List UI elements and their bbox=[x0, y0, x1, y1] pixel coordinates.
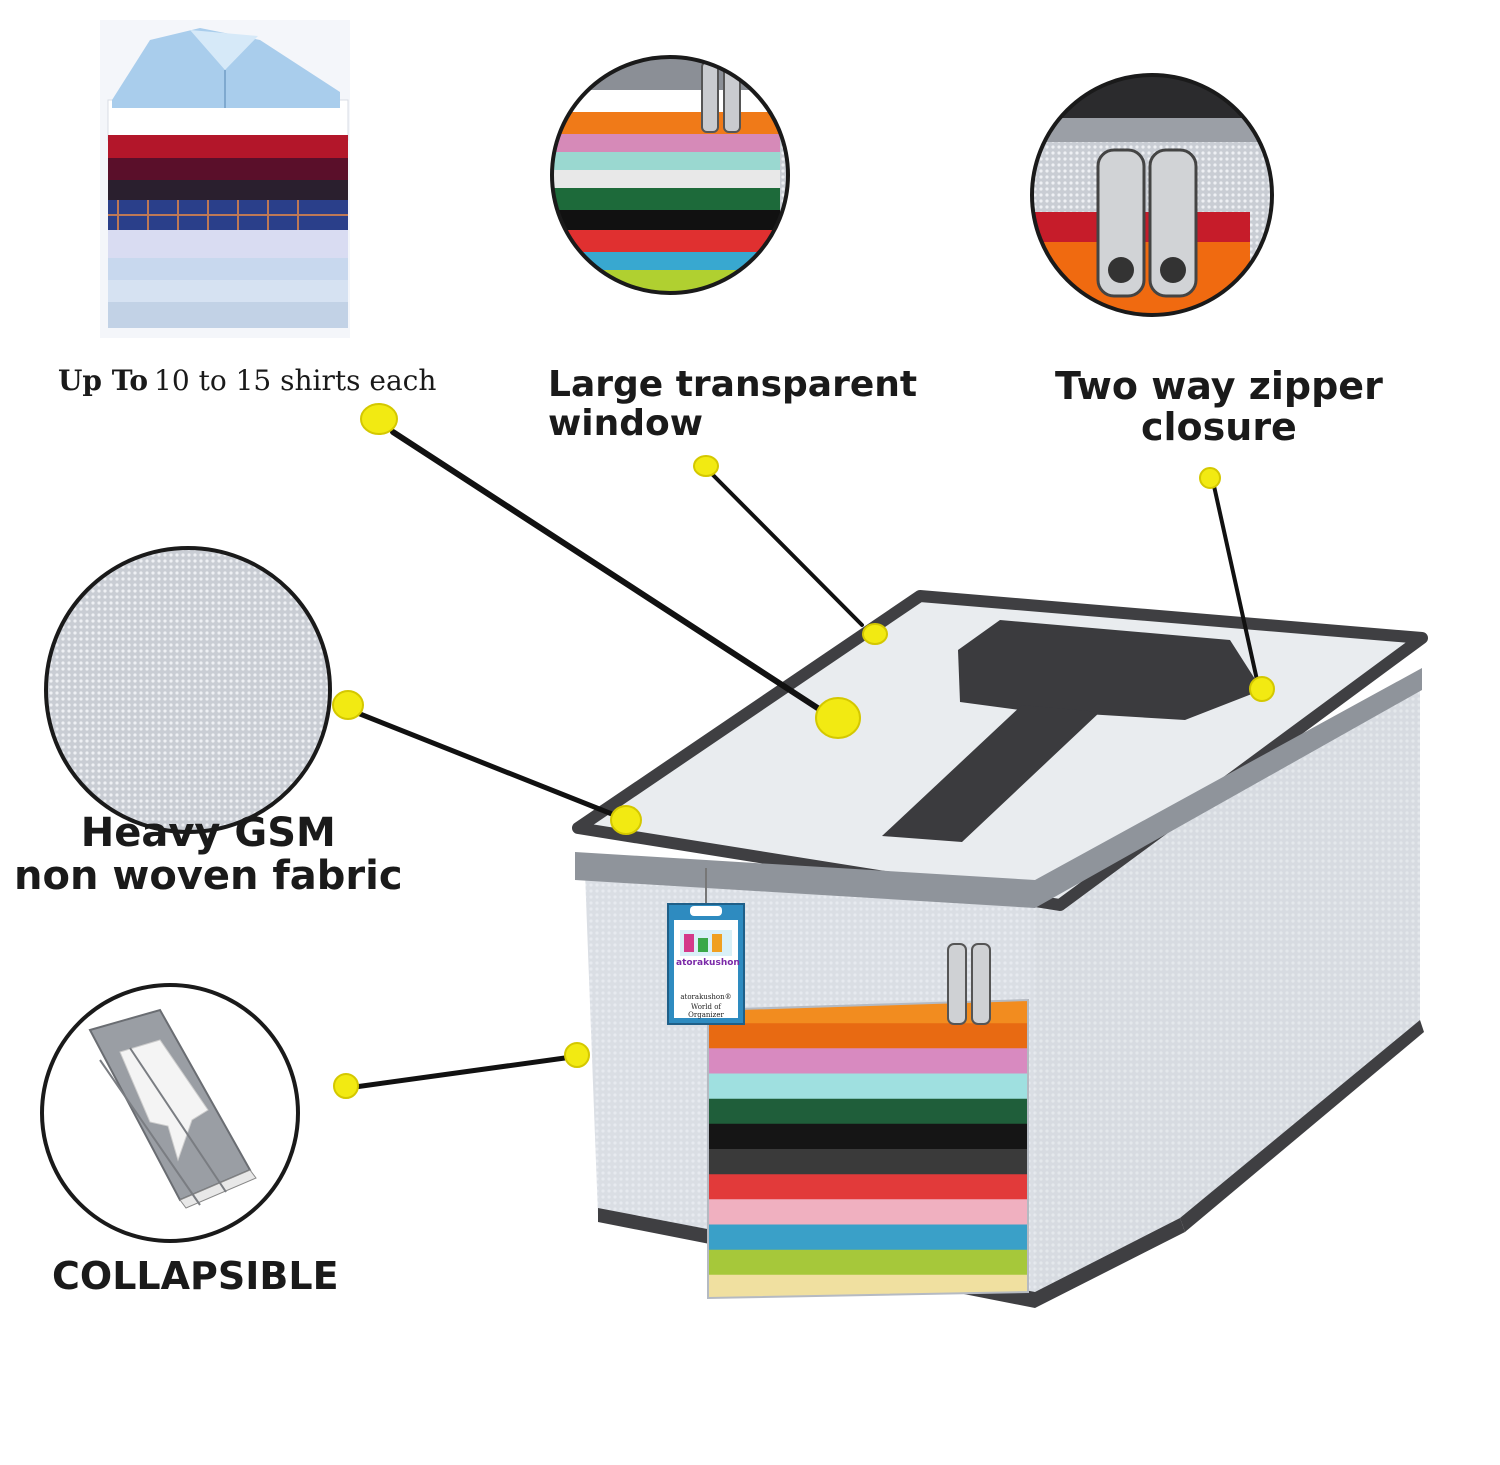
zipper-pull bbox=[971, 943, 991, 1025]
folded-shirt bbox=[708, 1023, 1028, 1050]
tag-text-line1: atorakushon® bbox=[680, 993, 732, 1001]
fabric-label: Heavy GSM non woven fabric bbox=[14, 810, 403, 900]
window-label-line1: Large transparent bbox=[548, 364, 918, 405]
zipper-pull bbox=[947, 943, 967, 1025]
brand-tag bbox=[667, 868, 745, 1025]
fabric-texture-circle bbox=[44, 546, 332, 834]
collapsible-label: COLLAPSIBLE bbox=[52, 1254, 339, 1298]
window-detail-circle bbox=[550, 55, 790, 295]
folded-shirt bbox=[708, 1123, 1028, 1151]
folded-shirt bbox=[708, 1048, 1028, 1075]
window-label: Large transparent window bbox=[548, 364, 918, 444]
collapsed-bag-circle bbox=[40, 983, 300, 1243]
folded-shirt bbox=[708, 1174, 1028, 1201]
window-label-line2: window bbox=[548, 402, 703, 444]
leader-lines bbox=[347, 429, 1259, 1090]
tag-brand: atorakushon bbox=[676, 958, 740, 968]
tag-text-line2: World of Organizer bbox=[688, 1003, 724, 1019]
folded-shirt bbox=[708, 1098, 1028, 1125]
capacity-label-value: 10 to 15 shirts each bbox=[154, 364, 437, 397]
capacity-label-prefix: Up To bbox=[58, 364, 149, 397]
transparent-window bbox=[708, 1000, 1028, 1298]
zipper-label: Two way zipper closure bbox=[1055, 364, 1383, 450]
fabric-label-line2: non woven fabric bbox=[14, 853, 403, 900]
shirt-stack-photo bbox=[100, 20, 350, 338]
folded-shirt bbox=[708, 1249, 1028, 1276]
zipper-label-line1: Two way zipper bbox=[1055, 364, 1383, 408]
folded-shirt bbox=[708, 1224, 1028, 1251]
fabric-label-line1: Heavy GSM bbox=[80, 810, 336, 856]
folded-shirt bbox=[708, 1149, 1028, 1176]
folded-shirt bbox=[708, 1199, 1028, 1226]
storage-bag bbox=[572, 590, 1428, 1308]
zipper-detail-circle bbox=[1030, 73, 1274, 317]
folded-shirt bbox=[708, 1073, 1028, 1100]
shirt-icon bbox=[958, 620, 1262, 720]
callout-dots bbox=[332, 403, 1275, 1099]
zipper-label-line2: closure bbox=[1140, 405, 1297, 450]
